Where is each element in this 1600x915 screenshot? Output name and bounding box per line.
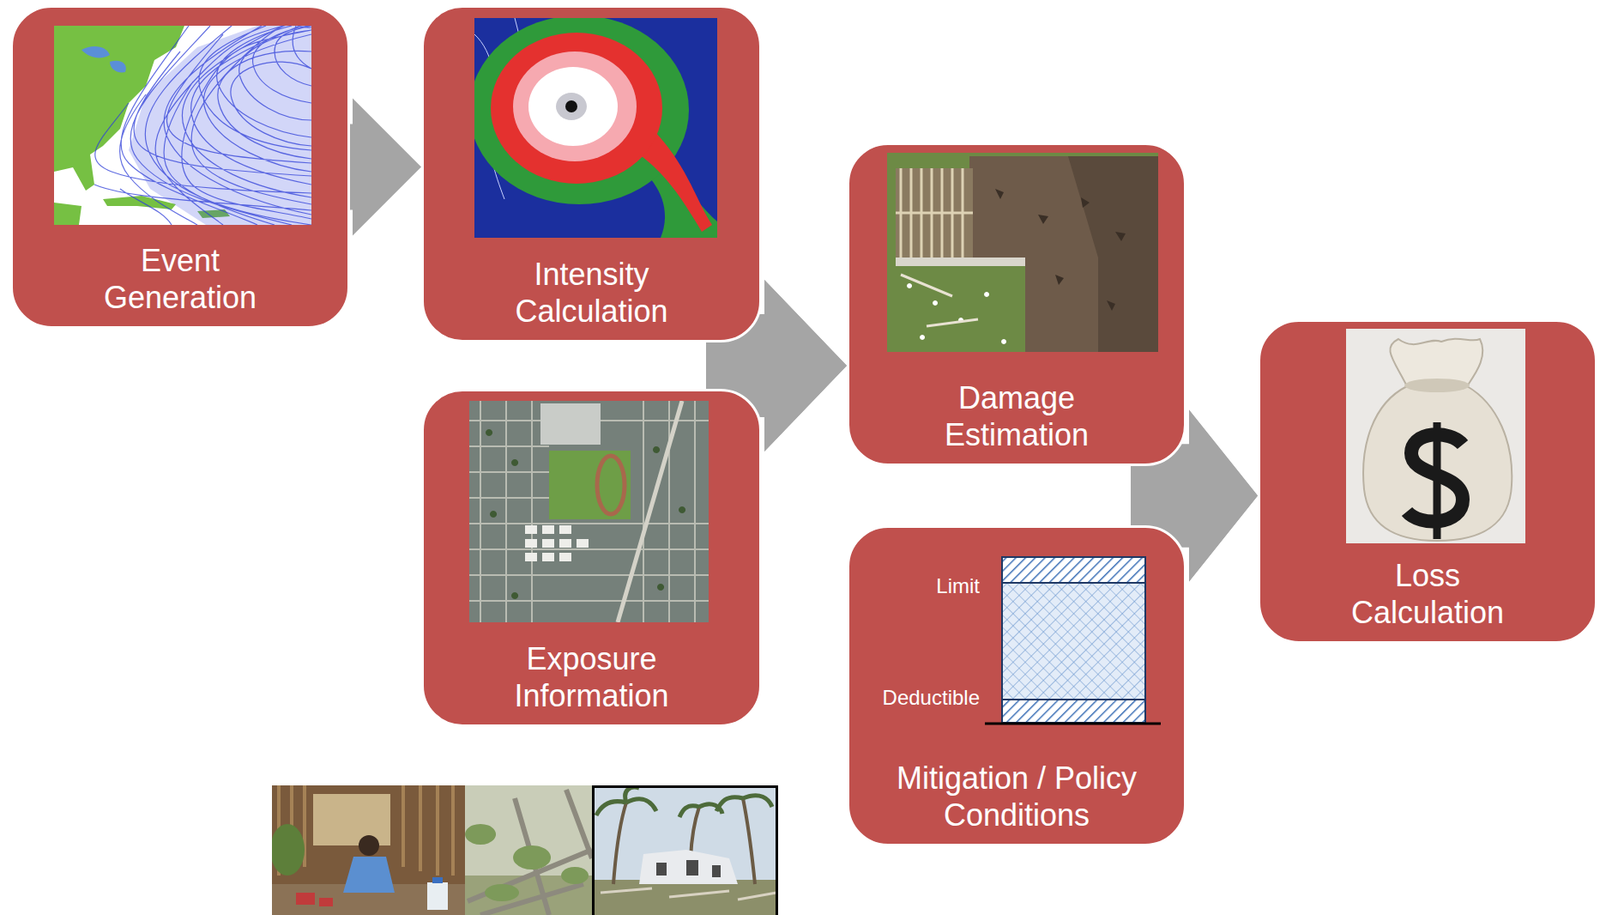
text-slot: Loss Calculation [1260, 556, 1595, 631]
box-caption: Mitigation / Policy Conditions [862, 759, 1172, 834]
text-slot: Limit [849, 573, 980, 599]
box-caption: Intensity Calculation [493, 255, 691, 330]
floor [271, 883, 465, 915]
layer-label: Deductible [882, 685, 980, 711]
ground [464, 875, 594, 915]
ruined-walls [639, 849, 738, 884]
process-box: Exposure Information [421, 388, 762, 727]
process-box: Event Generation [10, 5, 351, 329]
ruined-building-photo [591, 784, 779, 915]
thatch [278, 784, 453, 876]
palm-fronds [596, 786, 773, 817]
hut-ground [271, 784, 465, 915]
box-caption: Loss Calculation [1328, 556, 1527, 631]
fallen-trunks [467, 789, 592, 915]
text-slot: Intensity Calculation [423, 255, 760, 330]
foliage [464, 823, 589, 901]
photo-frame [593, 786, 778, 915]
text-slot: Mitigation / Policy Conditions [849, 759, 1184, 834]
text-slot: Exposure Information [423, 640, 760, 714]
debris [600, 887, 777, 900]
ground [591, 879, 779, 915]
hut-opening [313, 793, 391, 846]
fallen-trees-photo [464, 784, 594, 915]
sky [464, 784, 594, 915]
box-caption: Exposure Information [493, 640, 691, 714]
jug-cap [432, 876, 443, 883]
wall-openings [656, 859, 721, 877]
process-box: Loss Calculation [1257, 319, 1598, 644]
process-box: Intensity Calculation [421, 5, 762, 343]
plant [271, 823, 305, 876]
process-box: Damage Estimation [846, 142, 1187, 466]
hut-photo [271, 784, 465, 915]
palm-trunks [613, 797, 755, 884]
layer-label: Limit [935, 573, 980, 599]
water-jug [427, 881, 448, 910]
box-caption: Event Generation [81, 241, 279, 316]
person-head [358, 834, 380, 856]
belongings [295, 892, 333, 906]
process-box: LimitDeductibleMitigation / Policy Condi… [846, 525, 1187, 846]
text-slot: Deductible [849, 685, 980, 711]
text-slot: Damage Estimation [849, 379, 1184, 453]
person-body [343, 856, 395, 893]
sky [591, 784, 779, 915]
text-slot: Event Generation [12, 241, 348, 316]
box-caption: Damage Estimation [917, 379, 1116, 453]
